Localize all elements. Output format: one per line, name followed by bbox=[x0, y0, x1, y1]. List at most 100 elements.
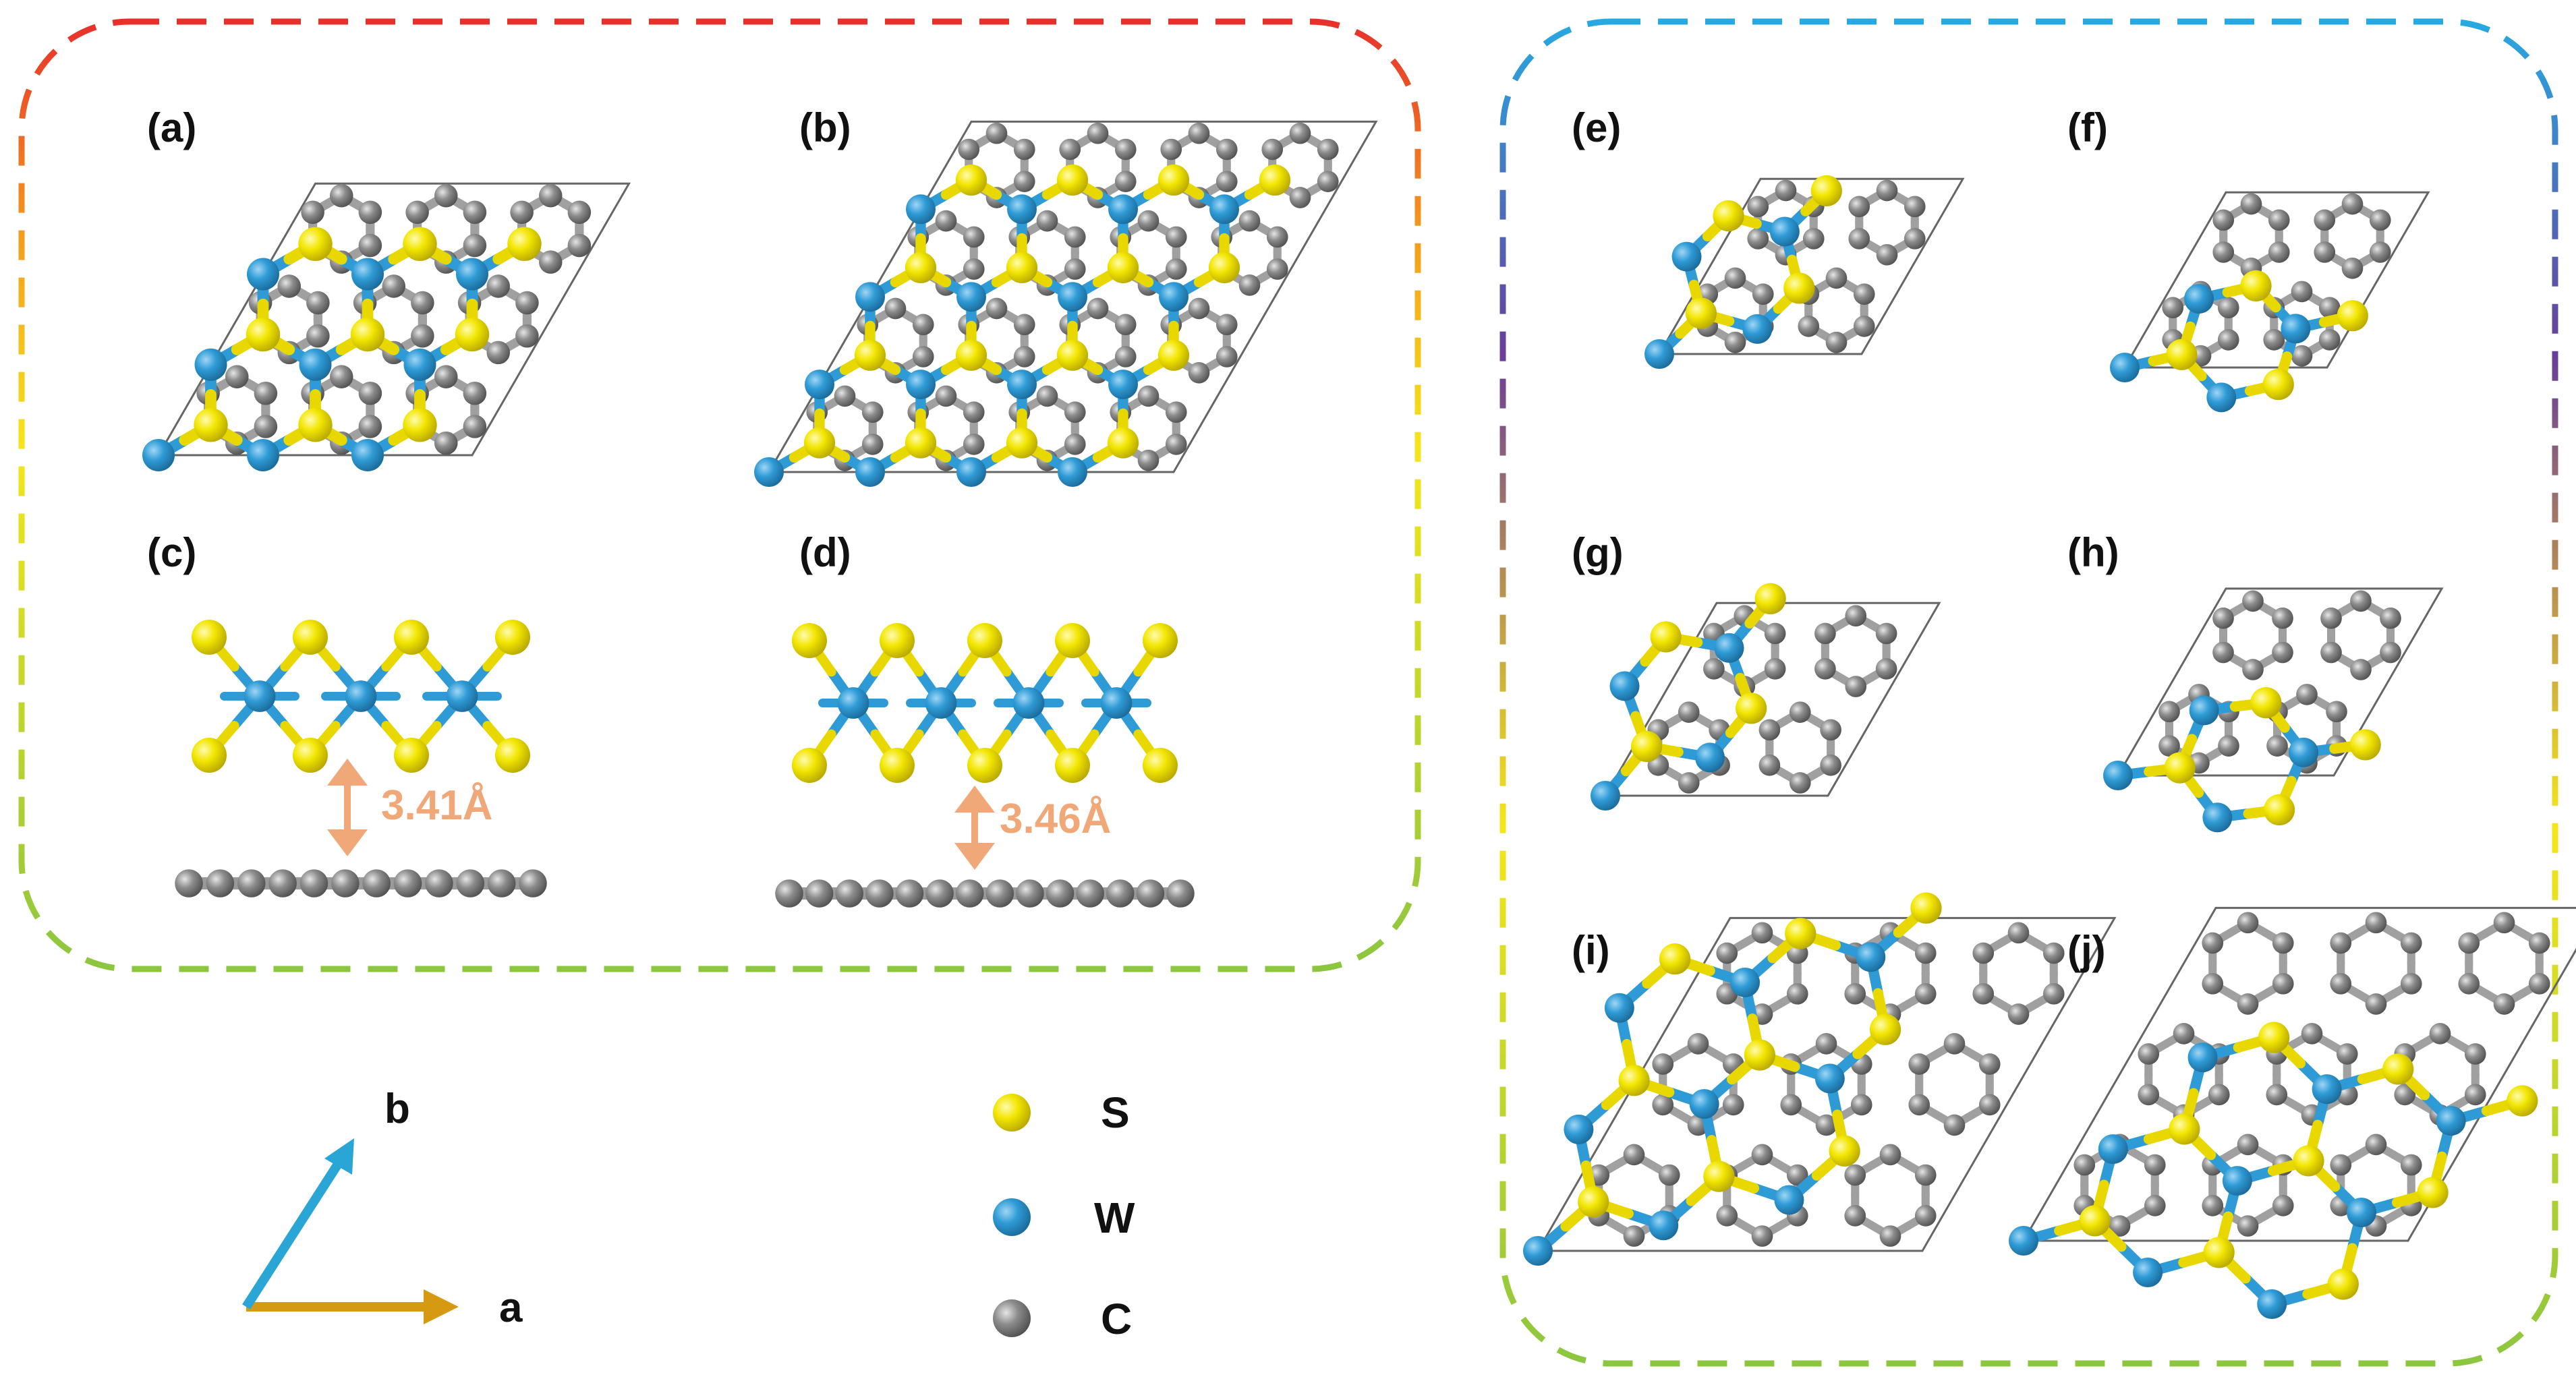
carbon-atom bbox=[1013, 314, 1035, 336]
sulfur-atom bbox=[2507, 1085, 2538, 1117]
carbon-atom bbox=[1114, 314, 1137, 336]
carbon-atom bbox=[1188, 297, 1210, 320]
carbon-atom bbox=[1798, 316, 1820, 337]
carbon-atom bbox=[935, 385, 957, 407]
carbon-atom bbox=[2237, 912, 2259, 934]
carbon-atom bbox=[834, 385, 856, 407]
carbon-atom bbox=[2202, 1195, 2224, 1216]
panel-label-h: (h) bbox=[2067, 530, 2119, 575]
tungsten-atom bbox=[446, 680, 478, 712]
tungsten-atom bbox=[1007, 370, 1037, 400]
carbon-atom bbox=[1820, 719, 1841, 741]
carbon-atom bbox=[1775, 179, 1797, 202]
carbon-atom bbox=[2242, 590, 2264, 612]
carbon-atom bbox=[1238, 210, 1261, 232]
carbon-atom bbox=[912, 314, 934, 336]
carbon-atom bbox=[1106, 879, 1135, 908]
carbon-atom bbox=[2138, 1084, 2160, 1106]
carbon-atom bbox=[1652, 1053, 1674, 1075]
structure-d bbox=[775, 623, 1195, 908]
carbon-atom bbox=[1908, 1053, 1930, 1075]
tungsten-atom bbox=[2222, 1166, 2252, 1196]
carbon-atom bbox=[1875, 658, 1897, 680]
legend: S W C bbox=[993, 1088, 1135, 1343]
carbon-atom bbox=[2341, 257, 2364, 279]
carbon-atom bbox=[1165, 258, 1187, 280]
carbon-atom bbox=[1908, 1094, 1930, 1116]
carbon-atom bbox=[2272, 972, 2294, 995]
carbon-atom bbox=[2350, 590, 2372, 612]
carbon-atom bbox=[1844, 982, 1866, 1005]
sulfur-atom bbox=[1685, 297, 1717, 329]
carbon-atom bbox=[1064, 226, 1086, 248]
sulfur-atom bbox=[495, 620, 530, 655]
carbon-atom bbox=[1789, 772, 1811, 794]
carbon-atom bbox=[1317, 138, 1339, 160]
tungsten-atom bbox=[345, 680, 377, 712]
sulfur-atom bbox=[1631, 730, 1663, 763]
carbon-atom bbox=[434, 431, 458, 455]
carbon-atom bbox=[1076, 879, 1104, 908]
unit-cell-outline bbox=[1657, 177, 1965, 355]
carbon-atom bbox=[2318, 297, 2341, 319]
sulfur-atom bbox=[1744, 1039, 1775, 1071]
axis-b-arrowhead bbox=[324, 1138, 354, 1175]
carbon-atom bbox=[1943, 1033, 1966, 1055]
tungsten-atom bbox=[2184, 284, 2214, 314]
tungsten-atom bbox=[1730, 967, 1761, 997]
sulfur-atom bbox=[1157, 339, 1190, 371]
tungsten-atom bbox=[2436, 1106, 2466, 1136]
carbon-atom bbox=[1678, 772, 1700, 794]
carbon-atom bbox=[1875, 622, 1897, 645]
carbon-atom bbox=[405, 200, 429, 225]
carbon-atom bbox=[1289, 122, 1311, 144]
carbon-atom bbox=[2369, 209, 2391, 231]
carbon-atom bbox=[362, 869, 391, 898]
carbon-atom bbox=[567, 233, 592, 258]
carbon-atom bbox=[463, 381, 487, 405]
tungsten-atom bbox=[805, 370, 834, 400]
sulfur-atom bbox=[880, 748, 915, 783]
carbon-atom bbox=[985, 879, 1014, 908]
carbon-atom bbox=[463, 233, 487, 258]
panel-label-g: (g) bbox=[1572, 530, 1624, 575]
carbon-atom bbox=[206, 869, 235, 898]
sulfur-atom bbox=[955, 339, 988, 371]
sulfur-atom bbox=[2382, 1053, 2414, 1085]
carbon-atom bbox=[963, 258, 985, 280]
tungsten-atom bbox=[1100, 687, 1133, 719]
sulfur-atom bbox=[293, 738, 328, 773]
carbon-atom bbox=[2296, 684, 2318, 705]
carbon-atom bbox=[985, 122, 1008, 144]
sulfur-atom bbox=[967, 623, 1002, 658]
unit-cell-outline bbox=[767, 120, 1378, 473]
sulfur-atom bbox=[2079, 1205, 2111, 1237]
tungsten-atom bbox=[456, 258, 488, 291]
carbon-atom bbox=[434, 183, 458, 208]
carbon-atom bbox=[1814, 622, 1836, 645]
carbon-atom bbox=[1137, 449, 1160, 471]
carbon-atom bbox=[1751, 922, 1773, 944]
carbon-atom bbox=[358, 381, 382, 405]
carbon-atom bbox=[2272, 641, 2293, 664]
sulfur-atom bbox=[1056, 339, 1089, 371]
carbon-atom bbox=[1764, 658, 1786, 680]
carbon-atom bbox=[2336, 1043, 2358, 1065]
carbon-atom bbox=[1972, 982, 1995, 1005]
carbon-atom bbox=[1848, 228, 1870, 249]
sulfur-atom bbox=[1785, 918, 1816, 949]
tungsten-atom bbox=[1671, 241, 1702, 272]
tungsten-atom bbox=[1007, 194, 1037, 225]
structure-b bbox=[754, 120, 1378, 487]
carbon-atom bbox=[2272, 1195, 2294, 1216]
tungsten-atom bbox=[855, 457, 885, 487]
panel-label-c: (c) bbox=[147, 530, 196, 575]
tungsten-atom bbox=[1742, 314, 1773, 344]
carbon-atom bbox=[2242, 659, 2264, 680]
sulfur-atom bbox=[2327, 1268, 2359, 1300]
sulfur-atom bbox=[1143, 623, 1178, 658]
carbon-atom bbox=[2493, 912, 2515, 934]
carbon-atom bbox=[2400, 1154, 2422, 1176]
carbon-atom bbox=[1820, 754, 1841, 776]
